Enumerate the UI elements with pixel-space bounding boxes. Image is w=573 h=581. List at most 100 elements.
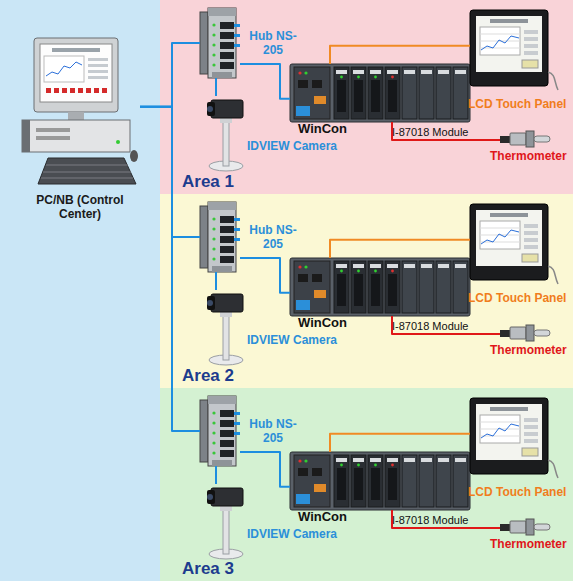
lcd-cable xyxy=(548,460,558,478)
device-label: Thermometer xyxy=(490,344,567,358)
camera-body xyxy=(211,294,243,312)
slot-sticker xyxy=(421,70,432,74)
terminal-block xyxy=(354,274,363,306)
hub-port xyxy=(220,256,234,263)
io-slot xyxy=(436,261,451,313)
power-terminal xyxy=(314,484,326,492)
device-art xyxy=(205,484,247,560)
cable-plug xyxy=(234,44,240,47)
slot-sticker xyxy=(404,264,415,268)
screen-value xyxy=(524,418,538,422)
area-band: Area 1Hub NS-205IDVIEW CameraWinConLCD T… xyxy=(160,0,573,194)
io-slot xyxy=(419,455,434,507)
slot-sticker xyxy=(455,458,466,462)
screen-value xyxy=(524,245,538,249)
device-label: Thermometer xyxy=(490,538,567,552)
cable-plug xyxy=(234,228,240,231)
terminal-block xyxy=(371,274,380,306)
din-clip xyxy=(212,72,232,78)
hub-led xyxy=(212,237,215,240)
lcd-screen xyxy=(476,404,542,460)
hub-led xyxy=(212,247,215,250)
network-cable xyxy=(140,107,200,237)
device-label: WinCon xyxy=(298,122,347,137)
device-art xyxy=(500,518,550,536)
slot-sticker xyxy=(336,264,347,268)
device-art xyxy=(205,96,247,172)
device-label: Hub NS-205 xyxy=(248,224,298,252)
slot-sticker xyxy=(421,458,432,462)
pc-case-side xyxy=(22,120,30,152)
screen-value xyxy=(524,238,538,242)
sensor-wire xyxy=(392,122,500,140)
hub-top xyxy=(208,396,236,404)
probe-body xyxy=(510,133,526,145)
screen-title-bar xyxy=(490,407,528,411)
ethernet-port xyxy=(296,494,310,504)
screen-indicator xyxy=(86,88,91,93)
hub-led xyxy=(212,257,215,260)
hub-led xyxy=(212,411,215,414)
device-label: IDVIEW Camera xyxy=(247,140,337,154)
hub-port xyxy=(220,52,234,59)
module-led xyxy=(374,270,377,273)
screen-button xyxy=(522,254,538,262)
io-slot xyxy=(453,261,468,313)
cpu-port xyxy=(298,80,308,88)
screen-value xyxy=(524,231,538,235)
io-slot xyxy=(334,261,349,313)
screen-trend xyxy=(481,230,519,244)
io-slot xyxy=(419,261,434,313)
probe-sheath xyxy=(500,524,510,531)
terminal-block xyxy=(354,468,363,500)
wincon-controller: WinCon xyxy=(290,258,470,316)
ethernet-port xyxy=(296,300,310,310)
terminal-block xyxy=(354,80,363,112)
screen-value xyxy=(524,30,538,34)
hub-port xyxy=(220,410,234,417)
hub-led xyxy=(212,33,215,36)
display-cable xyxy=(330,46,470,64)
slot-sticker xyxy=(455,70,466,74)
hub-side xyxy=(200,12,208,74)
camera-pole xyxy=(223,314,229,360)
probe-tip xyxy=(534,330,550,336)
cable-plug xyxy=(234,432,240,435)
device-art xyxy=(200,8,240,78)
module-label: I-87018 Module xyxy=(392,320,468,332)
lcd-bezel xyxy=(470,398,548,474)
network-cable xyxy=(215,78,217,96)
terminal-block xyxy=(388,468,397,500)
io-slot xyxy=(385,67,400,119)
hub-port xyxy=(220,22,234,29)
cable-plug xyxy=(234,24,240,27)
camera-lens xyxy=(207,300,213,306)
screen-value xyxy=(88,64,108,67)
hub-side xyxy=(200,206,208,268)
probe-tip xyxy=(534,524,550,530)
cpu-led xyxy=(304,459,307,462)
ip-camera: IDVIEW Camera xyxy=(205,96,247,172)
screen-value xyxy=(524,224,538,228)
terminal-block xyxy=(337,468,346,500)
io-slot xyxy=(368,455,383,507)
module-label: I-87018 Module xyxy=(392,514,468,526)
thermometer-probe: Thermometer xyxy=(500,130,550,148)
io-slot xyxy=(334,67,349,119)
cable-plug xyxy=(234,238,240,241)
cpu-led xyxy=(298,71,301,74)
terminal-block xyxy=(337,80,346,112)
slot-sticker xyxy=(438,458,449,462)
lcd-cable xyxy=(548,266,558,284)
probe-body xyxy=(510,327,526,339)
area-label: Area 2 xyxy=(182,366,234,386)
io-slot xyxy=(334,455,349,507)
probe-sheath xyxy=(500,136,510,143)
screen-title-bar xyxy=(490,213,528,217)
io-slot xyxy=(385,455,400,507)
io-slot xyxy=(436,455,451,507)
io-slot xyxy=(351,455,366,507)
area-label: Area 1 xyxy=(182,172,234,192)
module-led xyxy=(391,76,394,79)
screen-chart xyxy=(480,27,520,55)
